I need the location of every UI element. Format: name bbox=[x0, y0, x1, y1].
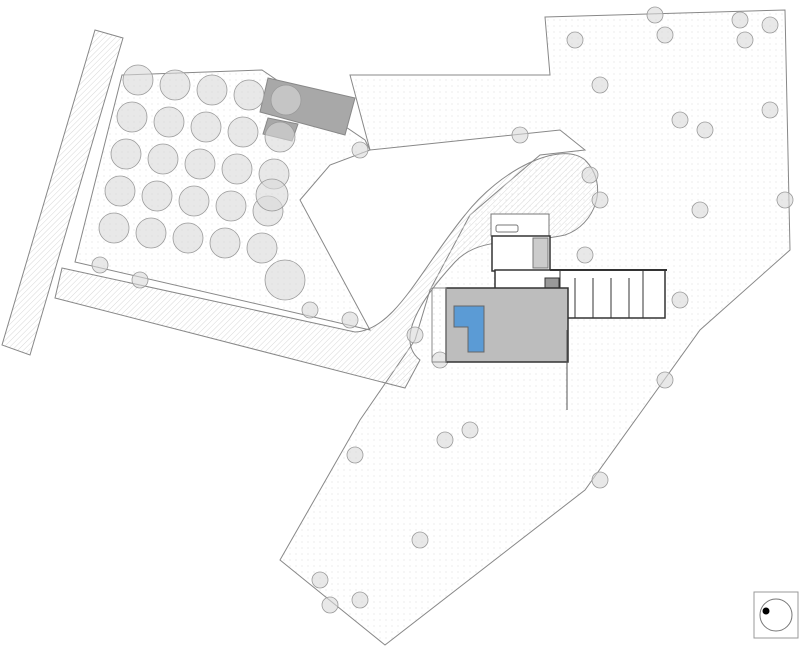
tree bbox=[270, 84, 302, 116]
tree bbox=[671, 111, 689, 129]
tree bbox=[91, 256, 109, 274]
tree bbox=[153, 106, 185, 138]
tree bbox=[98, 212, 130, 244]
tree bbox=[691, 201, 709, 219]
tree bbox=[264, 121, 296, 153]
tree bbox=[736, 31, 754, 49]
tree bbox=[346, 446, 364, 464]
tree bbox=[221, 153, 253, 185]
tree bbox=[351, 141, 369, 159]
tree bbox=[209, 227, 241, 259]
tree bbox=[233, 79, 265, 111]
tree bbox=[761, 101, 779, 119]
tree bbox=[301, 301, 319, 319]
tree bbox=[255, 178, 289, 212]
tree bbox=[646, 6, 664, 24]
terrace-side bbox=[431, 287, 447, 363]
tree bbox=[696, 121, 714, 139]
tree bbox=[122, 64, 154, 96]
tree bbox=[341, 311, 359, 329]
tree bbox=[246, 232, 278, 264]
tree bbox=[591, 76, 609, 94]
tree bbox=[196, 74, 228, 106]
tree bbox=[215, 190, 247, 222]
tree bbox=[104, 175, 136, 207]
tree bbox=[656, 371, 674, 389]
access-road-west bbox=[1, 29, 124, 356]
tree bbox=[411, 531, 429, 549]
tree bbox=[581, 166, 599, 184]
tree bbox=[351, 591, 369, 609]
tree bbox=[135, 217, 167, 249]
tree bbox=[761, 16, 779, 34]
tree bbox=[147, 143, 179, 175]
tree bbox=[671, 291, 689, 309]
tree bbox=[159, 69, 191, 101]
tree bbox=[116, 101, 148, 133]
house bbox=[431, 213, 667, 410]
north-arrow-icon bbox=[753, 591, 799, 639]
tree bbox=[566, 31, 584, 49]
swimming-pool bbox=[453, 305, 485, 353]
tree bbox=[190, 111, 222, 143]
tree bbox=[731, 11, 749, 29]
tree bbox=[264, 259, 306, 301]
tree bbox=[141, 180, 173, 212]
tree bbox=[172, 222, 204, 254]
tree bbox=[178, 185, 210, 217]
tree bbox=[776, 191, 794, 209]
tree bbox=[184, 148, 216, 180]
tree bbox=[311, 571, 329, 589]
tree bbox=[511, 126, 529, 144]
tree bbox=[110, 138, 142, 170]
tree bbox=[461, 421, 479, 439]
tree bbox=[576, 246, 594, 264]
tree bbox=[406, 326, 424, 344]
tree bbox=[321, 596, 339, 614]
tree bbox=[227, 116, 259, 148]
tree bbox=[591, 191, 609, 209]
tree bbox=[656, 26, 674, 44]
tree bbox=[591, 471, 609, 489]
tree bbox=[131, 271, 149, 289]
tree bbox=[436, 431, 454, 449]
